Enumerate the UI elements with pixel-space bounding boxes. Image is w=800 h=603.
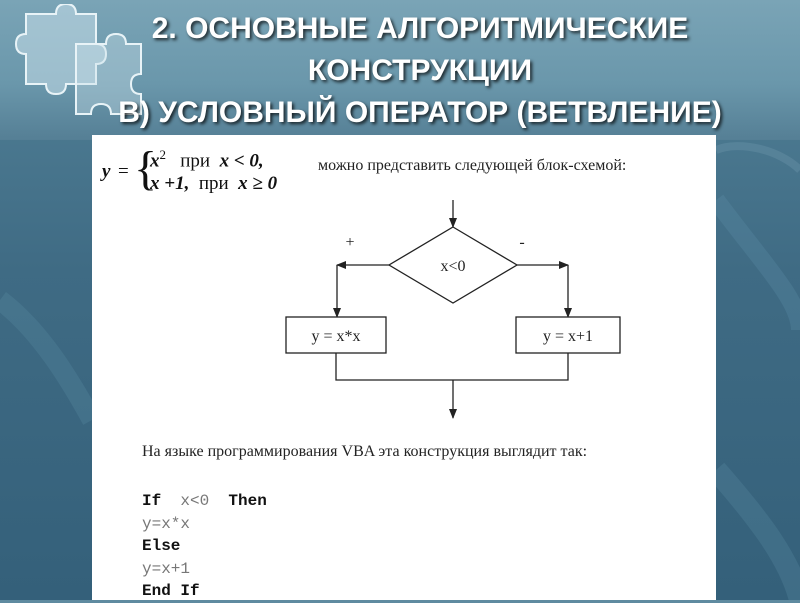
vba-caption: На языке программирования VBA эта констр…	[142, 443, 587, 461]
code-then-keyword: Then	[228, 492, 266, 510]
merge-lines	[336, 353, 568, 380]
code-statement-1: y=x*x	[142, 515, 190, 533]
no-branch-label: -	[519, 234, 524, 251]
flowchart: x<0 + - y = x*x y = x+1	[92, 135, 716, 435]
code-statement-2: y=x+1	[142, 560, 190, 578]
no-action-label: y = x+1	[543, 328, 593, 345]
slide-title: 2. ОСНОВНЫЕ АЛГОРИТМИЧЕСКИЕ КОНСТРУКЦИИ …	[90, 8, 750, 134]
code-endif-keyword: End If	[142, 582, 200, 600]
content-panel: y = { x2 при x < 0, x +1, при x ≥ 0 можн…	[92, 135, 716, 600]
condition-label: x<0	[440, 258, 465, 275]
code-if-condition: x<0	[180, 492, 209, 510]
title-line-1: 2. ОСНОВНЫЕ АЛГОРИТМИЧЕСКИЕ	[90, 8, 750, 50]
code-else-keyword: Else	[142, 537, 180, 555]
title-line-2: КОНСТРУКЦИИ	[90, 50, 750, 92]
vba-code-block: If x<0 Then y=x*x Else y=x+1 End If	[142, 490, 267, 603]
yes-action-label: y = x*x	[311, 328, 360, 345]
title-line-3: B) УСЛОВНЫЙ ОПЕРАТОР (ВЕТВЛЕНИЕ)	[90, 92, 750, 134]
yes-branch-label: +	[345, 234, 354, 251]
code-if-keyword: If	[142, 492, 161, 510]
